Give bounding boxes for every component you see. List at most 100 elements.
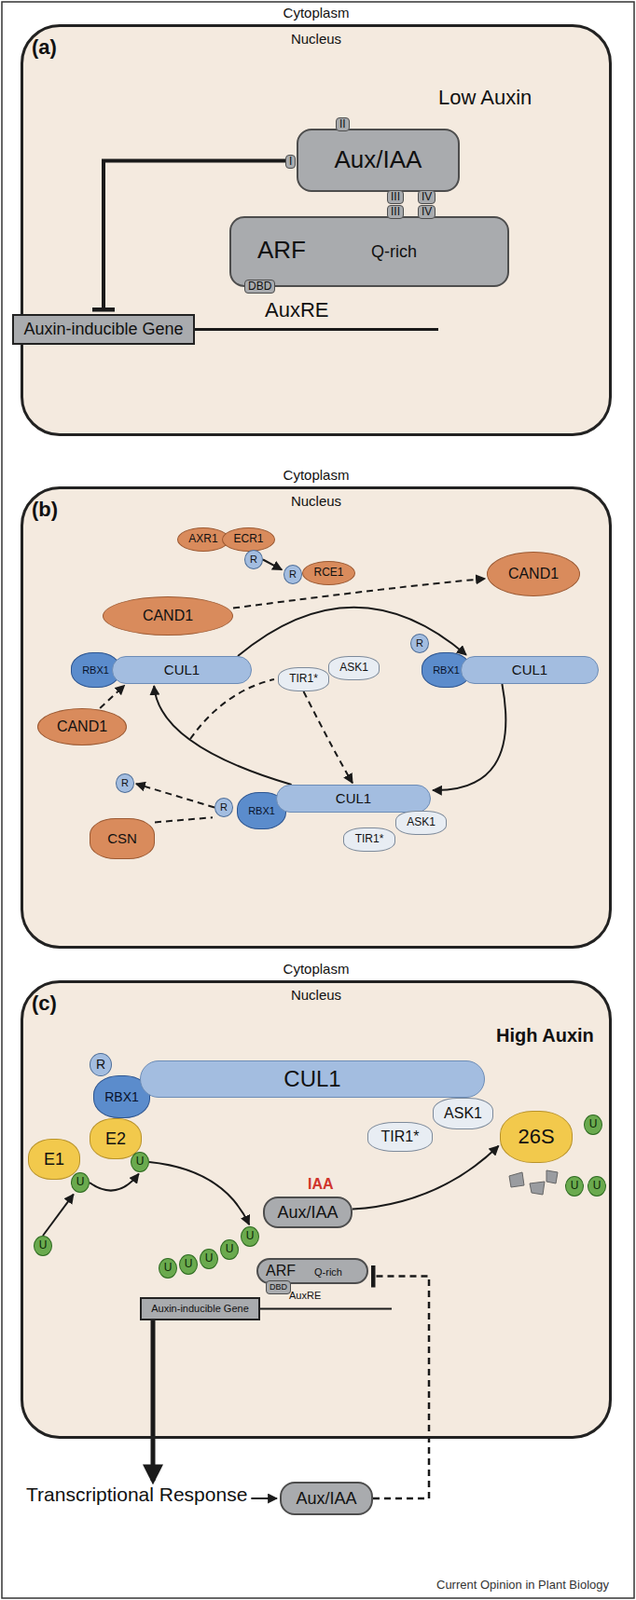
label-text: U: [205, 1253, 214, 1267]
label-text: CSN: [107, 830, 138, 847]
protein-shape: CAND1: [102, 596, 234, 636]
protein-shape: TIR1*: [277, 667, 330, 692]
label-text: Aux/IAA: [334, 146, 423, 175]
protein-shape: U: [70, 1173, 90, 1194]
protein-shape: U: [130, 1152, 150, 1174]
protein-shape: Auxin-inducible Gene: [12, 314, 195, 346]
connector: [149, 1162, 249, 1226]
label-text: R: [121, 777, 129, 790]
protein-shape: TIR1*: [343, 828, 396, 853]
label-text: TIR1*: [381, 1129, 420, 1147]
connector: [352, 1147, 499, 1211]
label-text: RCE1: [313, 566, 344, 581]
protein-shape: Aux/IAA: [262, 1197, 353, 1230]
label-text: Transcriptional Response: [26, 1484, 248, 1508]
label-text: RBX1: [104, 1090, 139, 1106]
protein-shape: U: [587, 1176, 607, 1198]
label-text: IV: [417, 205, 436, 220]
label-text: Cytoplasm: [283, 961, 350, 978]
protein-shape: Aux/IAAIIIIIIIV: [296, 128, 460, 193]
protein-shape: R: [89, 1053, 112, 1078]
label-text: Nucleus: [290, 493, 342, 510]
protein-shape: CUL1: [276, 785, 431, 814]
connector: [262, 560, 282, 571]
label-text: U: [136, 1156, 145, 1170]
connector: [89, 1175, 139, 1192]
label-text: ASK1: [443, 1106, 483, 1123]
protein-shape: CAND1: [37, 708, 127, 747]
label-text: CUL1: [335, 790, 372, 807]
label-text: R: [220, 801, 228, 815]
label-text: (b): [31, 497, 58, 522]
protein-shape: RCE1: [302, 561, 356, 586]
label-text: Q-rich: [371, 242, 417, 263]
label-text: CUL1: [283, 1066, 341, 1093]
protein-shape: R: [283, 565, 303, 585]
protein-shape: ASK1: [395, 811, 447, 836]
protein-shape: CUL1: [111, 656, 252, 685]
protein-shape: ECR1: [221, 527, 276, 553]
label-text: TIR1*: [355, 833, 385, 847]
label-text: (c): [31, 992, 57, 1016]
label-text: Nucleus: [290, 30, 342, 47]
protein-shape: CUL1: [139, 1061, 485, 1099]
label-text: E2: [105, 1130, 126, 1150]
label-text: DBD: [265, 1281, 291, 1296]
label-text: R: [415, 637, 424, 650]
label-text: II: [335, 117, 350, 132]
label-text: 26S: [517, 1125, 554, 1149]
peptide-fragment: [529, 1182, 545, 1196]
label-text: III: [387, 190, 404, 205]
label-text: I: [285, 154, 296, 169]
connector: [153, 686, 291, 786]
label-text: ASK1: [339, 662, 369, 676]
protein-shape: CSN: [89, 818, 155, 860]
connector: [432, 684, 506, 791]
connector: [237, 608, 467, 657]
protein-shape: U: [220, 1240, 239, 1261]
label-text: CUL1: [511, 662, 548, 678]
label-text: U: [225, 1244, 235, 1258]
protein-shape: U: [33, 1236, 53, 1258]
dna-line: [194, 328, 439, 332]
label-text: U: [593, 1180, 602, 1194]
protein-shape: ARFQ-richDBD: [256, 1258, 369, 1286]
label-text: U: [246, 1230, 255, 1245]
protein-shape: U: [565, 1176, 584, 1198]
label-text: U: [184, 1258, 194, 1272]
protein-shape: ARFQ-richDBDIIIIV: [229, 216, 510, 288]
protein-shape: U: [240, 1227, 260, 1248]
label-text: AuxRE: [289, 1290, 321, 1303]
label-text: Cytoplasm: [283, 467, 350, 484]
connector: [99, 685, 125, 709]
label-text: IV: [417, 190, 436, 205]
protein-shape: Auxin-inducible Gene: [139, 1298, 261, 1322]
protein-shape: R: [244, 550, 263, 570]
label-text: DBD: [244, 279, 276, 294]
label-text: RBX1: [82, 664, 110, 678]
label-text: CAND1: [56, 718, 108, 736]
label-text: Aux/IAA: [295, 1490, 357, 1510]
connector: [233, 579, 485, 609]
protein-shape: TIR1*: [367, 1122, 433, 1153]
label-text: Auxin-inducible Gene: [23, 319, 183, 340]
label-text: RBX1: [432, 664, 460, 678]
label-text: Aux/IAA: [276, 1203, 338, 1224]
label-text: U: [570, 1180, 580, 1194]
response-arrow: [250, 1498, 277, 1501]
label-text: E1: [43, 1150, 65, 1171]
peptide-fragment: [546, 1171, 558, 1185]
label-text: R: [249, 553, 258, 567]
label-text: AuxRE: [264, 298, 329, 322]
protein-shape: U: [179, 1255, 198, 1276]
protein-shape: U: [158, 1258, 178, 1280]
protein-shape: R: [115, 774, 135, 794]
protein-shape: R: [410, 634, 429, 654]
protein-shape: 26S: [499, 1111, 573, 1164]
protein-shape: U: [583, 1115, 603, 1136]
label-text: CAND1: [142, 608, 194, 625]
label-text: R: [96, 1057, 106, 1073]
dna-line: [260, 1309, 392, 1312]
